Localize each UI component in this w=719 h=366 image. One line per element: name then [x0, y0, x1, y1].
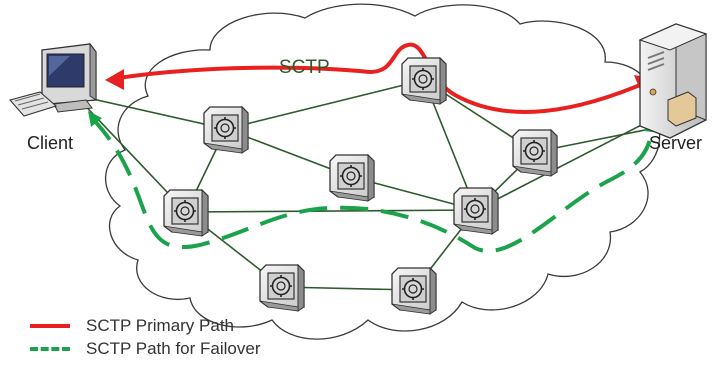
legend-primary-label: SCTP Primary Path [86, 316, 235, 335]
server-icon [638, 23, 708, 139]
legend-failover-swatch [30, 347, 70, 351]
primary-path [117, 42, 641, 114]
legend-item-primary: SCTP Primary Path [30, 316, 234, 336]
legend-failover-label: SCTP Path for Failover [86, 339, 261, 358]
router-icon [163, 189, 209, 237]
router-icon [453, 187, 499, 235]
server-label: Server [649, 133, 703, 153]
failover-path [90, 116, 654, 253]
legend-item-failover: SCTP Path for Failover [30, 339, 260, 359]
client-label: Client [27, 133, 74, 153]
router-icon [512, 129, 558, 177]
failover-arrow-client [88, 111, 102, 127]
legend-primary-swatch [30, 324, 70, 328]
network-cloud [104, 3, 661, 340]
router-icon [401, 57, 447, 105]
router-icon [259, 264, 305, 312]
router-icon [329, 154, 375, 202]
client-computer-icon [9, 42, 97, 117]
primary-arrow-client [105, 69, 124, 90]
router-icon [391, 267, 437, 315]
cloud-label: SCTP [279, 57, 330, 78]
router-icon [203, 106, 249, 154]
